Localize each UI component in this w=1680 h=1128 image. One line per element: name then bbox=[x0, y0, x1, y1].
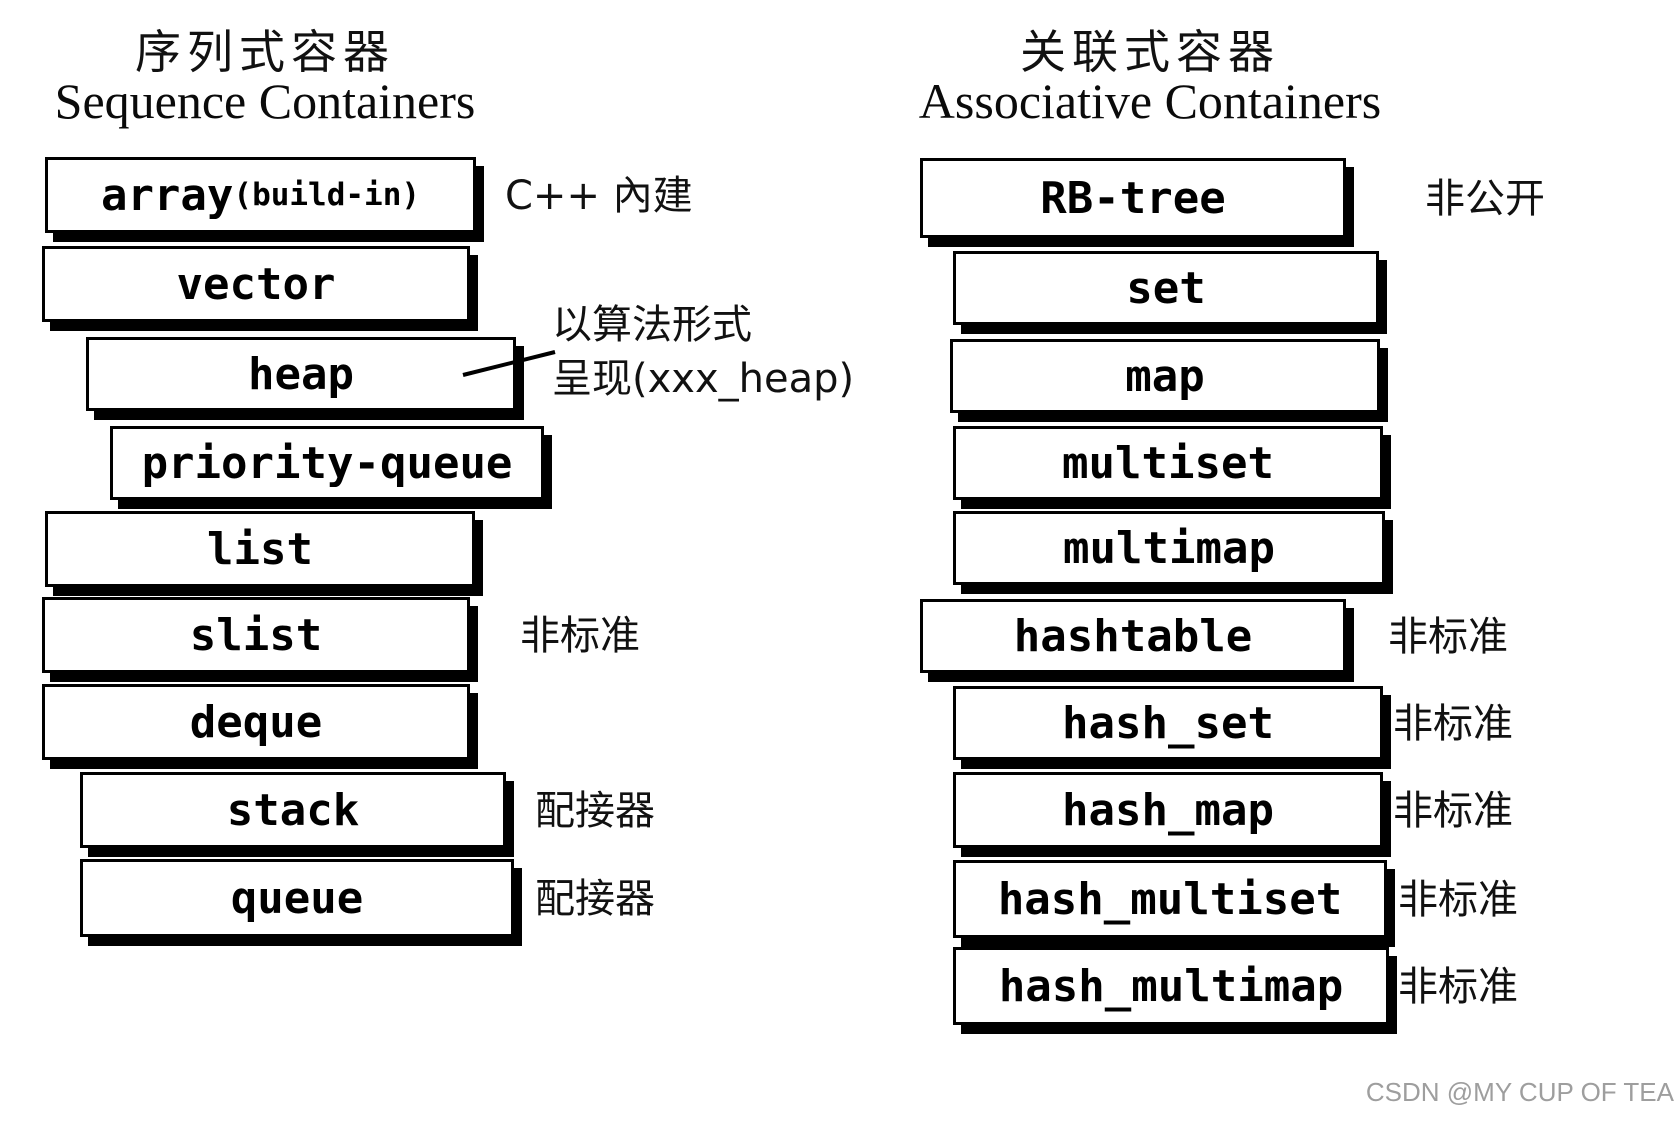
note-hashtable: 非标准 bbox=[1388, 614, 1508, 660]
container-label: RB-tree bbox=[1040, 172, 1226, 224]
heap-note-line2: 呈现(xxx_heap) bbox=[552, 356, 855, 402]
note-queue: 配接器 bbox=[535, 876, 655, 922]
note-hash-set: 非标准 bbox=[1393, 701, 1513, 747]
container-box-multimap: multimap bbox=[953, 511, 1385, 585]
container-box-heap: heap bbox=[86, 337, 516, 411]
container-box-rb-tree: RB-tree bbox=[920, 158, 1346, 238]
heap-note-line1: 以算法形式 bbox=[552, 302, 752, 348]
container-box-array: array(build-in) bbox=[45, 157, 476, 233]
container-label: hash_set bbox=[1062, 697, 1274, 749]
heap-note: 以算法形式 呈现(xxx_heap) bbox=[552, 298, 854, 406]
container-box-hash-map: hash_map bbox=[953, 772, 1383, 848]
container-label: set bbox=[1126, 262, 1206, 314]
note-hash-multiset: 非标准 bbox=[1398, 877, 1518, 923]
container-label: vector bbox=[176, 258, 336, 310]
container-label: array bbox=[100, 169, 234, 221]
container-label: list bbox=[207, 523, 313, 575]
container-box-hash-set: hash_set bbox=[953, 686, 1383, 760]
container-label: multiset bbox=[1062, 437, 1274, 489]
associative-title-zh: 关联式容器 bbox=[1020, 25, 1280, 79]
container-box-hash-multiset: hash_multiset bbox=[953, 860, 1387, 938]
associative-title-en: Associative Containers bbox=[918, 73, 1382, 129]
container-box-vector: vector bbox=[42, 246, 470, 322]
container-label: slist bbox=[189, 609, 323, 661]
container-box-queue: queue bbox=[80, 859, 514, 937]
sequence-title-en: Sequence Containers bbox=[54, 73, 476, 129]
sequence-title-zh: 序列式容器 bbox=[135, 25, 395, 79]
note-stack: 配接器 bbox=[535, 788, 655, 834]
container-box-stack: stack bbox=[80, 772, 506, 848]
container-box-list: list bbox=[45, 511, 475, 587]
note-slist: 非标准 bbox=[520, 613, 640, 659]
note-hash-multimap: 非标准 bbox=[1398, 964, 1518, 1010]
container-box-map: map bbox=[950, 339, 1380, 413]
container-label-suffix: (build-in) bbox=[233, 177, 421, 213]
container-label: hashtable bbox=[1013, 610, 1253, 662]
container-label: map bbox=[1125, 350, 1205, 402]
container-box-multiset: multiset bbox=[953, 426, 1383, 500]
container-box-hash-multimap: hash_multimap bbox=[953, 947, 1389, 1025]
container-label: hash_multimap bbox=[998, 960, 1344, 1012]
container-label: hash_map bbox=[1062, 784, 1274, 836]
note-array: C++ 內建 bbox=[505, 173, 693, 219]
note-rb-tree: 非公开 bbox=[1425, 176, 1545, 222]
container-box-set: set bbox=[953, 251, 1379, 325]
container-label: deque bbox=[189, 696, 323, 748]
container-box-hashtable: hashtable bbox=[920, 599, 1346, 673]
container-label: stack bbox=[226, 784, 360, 836]
container-box-priority-queue: priority-queue bbox=[110, 426, 544, 500]
container-label: heap bbox=[248, 348, 354, 400]
note-hash-map: 非标准 bbox=[1393, 788, 1513, 834]
container-label: queue bbox=[230, 872, 364, 924]
container-label: hash_multiset bbox=[997, 873, 1343, 925]
container-box-slist: slist bbox=[42, 597, 470, 673]
container-label: priority-queue bbox=[141, 437, 513, 489]
container-label: multimap bbox=[1063, 522, 1275, 574]
container-box-deque: deque bbox=[42, 684, 470, 760]
csdn-watermark: CSDN @MY CUP OF TEA bbox=[1365, 1077, 1674, 1107]
